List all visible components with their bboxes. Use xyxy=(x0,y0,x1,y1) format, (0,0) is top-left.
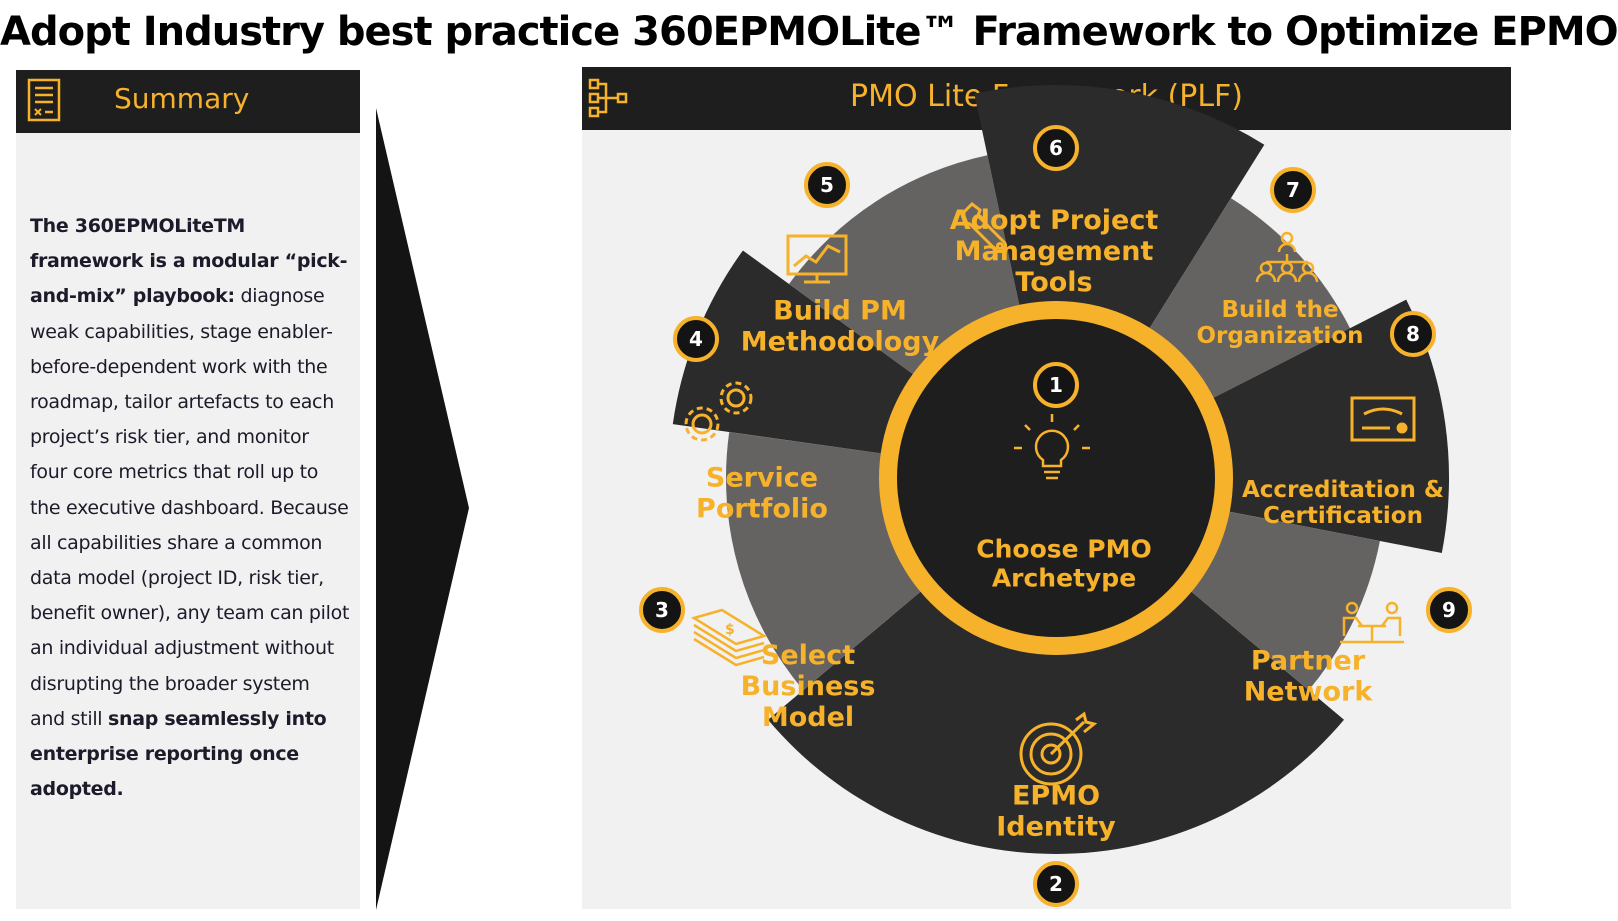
badge-9-number: 9 xyxy=(1442,598,1456,622)
badge-7-number: 7 xyxy=(1286,178,1300,202)
badge-3 xyxy=(639,587,685,633)
hierarchy-icon xyxy=(588,78,628,118)
segment-label-6-line: Tools xyxy=(1015,267,1092,298)
badge-6-number: 6 xyxy=(1049,136,1063,160)
segment-label-4-line: Service xyxy=(706,462,818,493)
certificate-icon xyxy=(1350,396,1416,442)
framework-wheel: $ EPM xyxy=(639,84,1472,907)
summary-body: diagnose weak capabilities, stage enable… xyxy=(30,285,350,730)
segment-label-8: Accreditation &Certification xyxy=(1242,477,1444,529)
badge-3-number: 3 xyxy=(655,598,669,622)
segment-label-8-line: Accreditation & xyxy=(1242,477,1444,503)
summary-outro: snap seamlessly into enterprise reportin… xyxy=(30,707,327,801)
segment-label-6-line: Adopt Project xyxy=(950,205,1159,236)
segment-label-8-line: Certification xyxy=(1263,503,1423,529)
org-chart-icon xyxy=(1255,231,1319,283)
page-title: Adopt Industry best practice 360EPMOLite… xyxy=(0,9,1618,55)
svg-text:$: $ xyxy=(725,622,735,638)
segment-label-7-line: Organization xyxy=(1196,323,1363,349)
summary-intro: The 360EPMOLiteTM framework is a modular… xyxy=(30,215,348,308)
badge-5 xyxy=(804,162,850,208)
badge-2 xyxy=(1033,861,1079,907)
badge-1-number: 1 xyxy=(1049,373,1063,397)
badge-8-number: 8 xyxy=(1406,322,1420,346)
wheel-badges: 2 3 4 5 6 7 8 9 1 xyxy=(639,125,1472,907)
meeting-icon xyxy=(1340,601,1404,644)
segment-label-9-line: Partner xyxy=(1251,645,1366,676)
monitor-chart-icon xyxy=(786,234,848,284)
segment-label-2-line: Identity xyxy=(996,812,1116,843)
badge-1 xyxy=(1033,362,1079,408)
segment-label-9-line: Network xyxy=(1244,677,1374,708)
segment-label-2-line: EPMO xyxy=(1012,780,1100,811)
segment-label-7-line: Build the xyxy=(1221,297,1338,323)
badge-9 xyxy=(1426,587,1472,633)
segment-label-5-line: Methodology xyxy=(741,327,940,358)
segment-2 xyxy=(768,478,1344,854)
segment-label-5-line: Build PM xyxy=(773,295,907,326)
document-list-icon xyxy=(27,78,61,122)
lightbulb-icon xyxy=(1014,414,1090,480)
money-stack-icon: $ xyxy=(690,608,768,667)
badge-5-number: 5 xyxy=(820,173,834,197)
wheel-icons: $ xyxy=(684,202,1416,786)
segment-label-3-line: Model xyxy=(762,702,854,733)
segment-label-3-line: Business xyxy=(741,671,876,702)
wheel-segments xyxy=(672,84,1450,854)
target-icon xyxy=(1019,711,1098,786)
center-label-line: Choose PMO xyxy=(976,535,1152,564)
segment-label-6-line: Management xyxy=(955,236,1154,267)
center-label-line: Archetype xyxy=(992,563,1136,592)
summary-title: Summary xyxy=(114,82,250,115)
summary-panel: The 360EPMOLiteTM framework is a modular… xyxy=(16,133,360,909)
summary-header: Summary xyxy=(16,70,360,133)
segment-label-4-line: Portfolio xyxy=(696,494,828,525)
badge-2-number: 2 xyxy=(1049,872,1063,896)
badge-4 xyxy=(673,316,719,362)
summary-text: The 360EPMOLiteTM framework is a modular… xyxy=(30,209,350,807)
segment-label-3-line: Select xyxy=(761,640,855,671)
badge-7 xyxy=(1270,167,1316,213)
gears-icon xyxy=(684,381,753,442)
right-arrow-divider xyxy=(376,108,469,910)
badge-4-number: 4 xyxy=(689,327,703,351)
wrench-icon xyxy=(962,202,1008,254)
badge-8 xyxy=(1390,311,1436,357)
badge-6 xyxy=(1033,125,1079,171)
